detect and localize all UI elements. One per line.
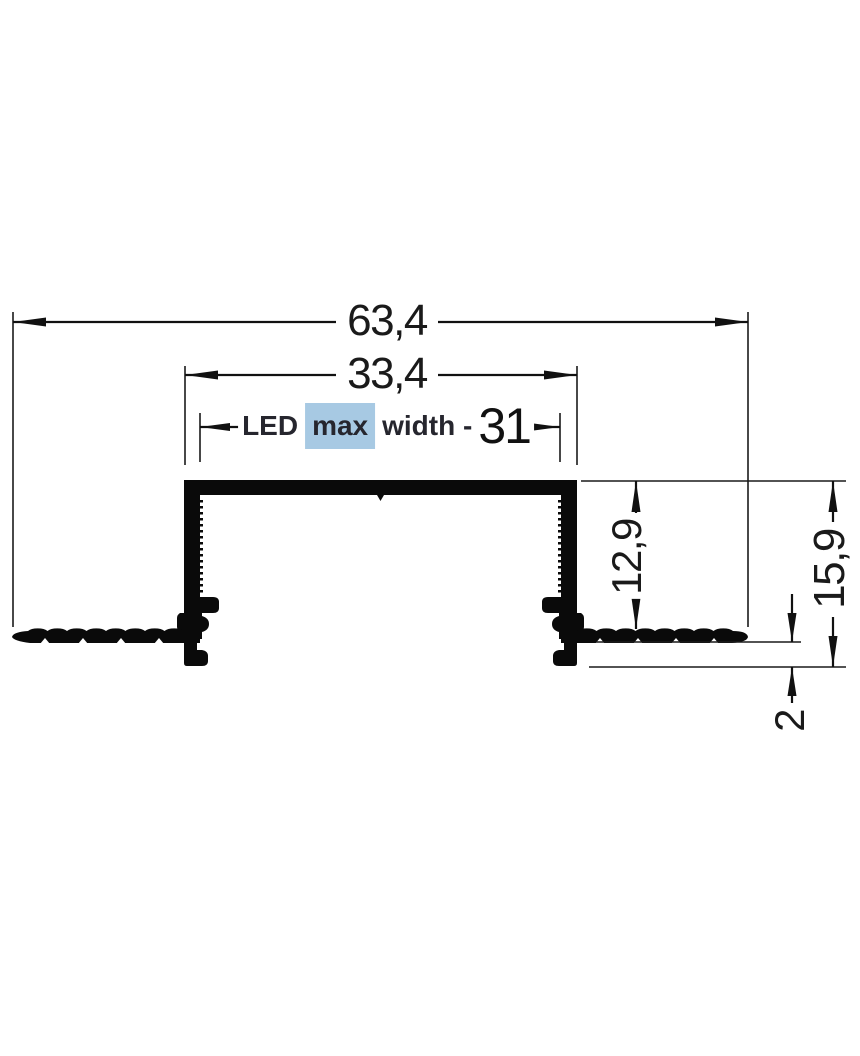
extension-lines (12, 312, 846, 668)
led-max-width-label: LED max width - 31 (238, 401, 534, 451)
led-label-suffix: width - (382, 410, 473, 442)
profile-right-flange (561, 628, 748, 643)
dim-outer-width-label: 33,4 (343, 352, 431, 396)
dim-inner-depth-label: 12,9 (603, 515, 650, 599)
profile-left-leg (184, 480, 219, 666)
led-label-highlight: max (305, 403, 376, 449)
profile-right-outer-bump (577, 613, 584, 631)
profile-right-leg (542, 480, 577, 666)
led-max-width-value: 31 (478, 398, 532, 454)
dim-total-depth-label: 15,9 (805, 525, 854, 613)
profile-cross-section (12, 480, 748, 666)
profile-left-flange (12, 628, 200, 643)
dimension-arrowheads (13, 317, 838, 696)
profile-top-bar (184, 480, 577, 495)
profile-left-outer-bump (177, 613, 184, 631)
profile-center-tick (377, 495, 384, 501)
dim-flange-depth-label: 2 (766, 706, 813, 736)
led-label-prefix: LED (242, 410, 299, 442)
dim-total-width-label: 63,4 (343, 299, 431, 343)
inner-wall-serration (200, 500, 561, 594)
